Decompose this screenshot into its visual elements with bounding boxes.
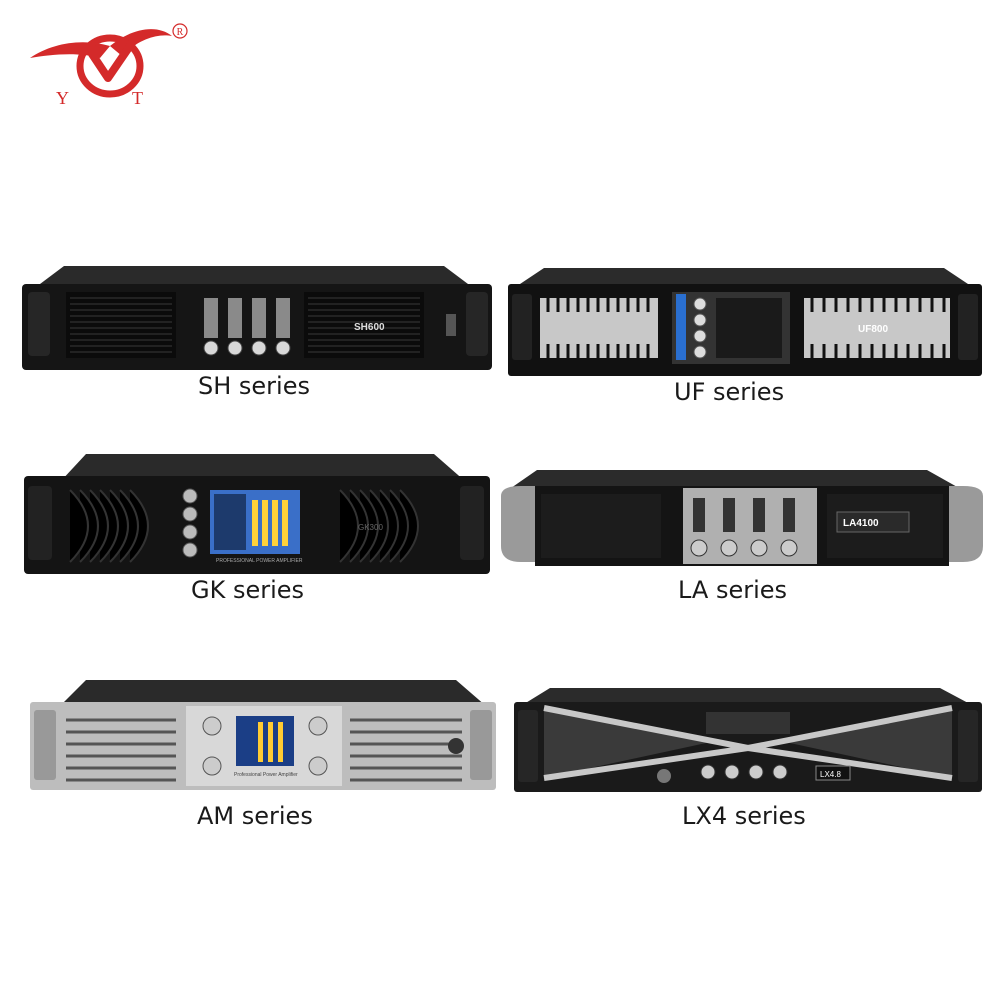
caption-uf: UF series [674, 378, 785, 406]
logo-letter-y: Y [56, 88, 69, 108]
uf-amplifier-image: UF800 [508, 268, 982, 376]
lx4-model-label: LX4.8 [820, 770, 841, 779]
yt-emblem-icon: R [30, 23, 188, 98]
gk-model-label: GK300 [358, 523, 383, 532]
caption-la: LA series [678, 576, 788, 604]
caption-lx4: LX4 series [682, 802, 806, 830]
caption-gk: GK series [191, 576, 305, 604]
product-la: LA4100 [497, 466, 987, 574]
la-amplifier-image: LA4100 [501, 470, 983, 566]
product-gk: PROFESSIONAL POWER AMPLIFIER GK300 [20, 450, 494, 580]
brand-logo: R Y T [22, 18, 192, 113]
product-uf: UF800 [504, 264, 986, 382]
registered-mark: R [177, 27, 184, 38]
caption-sh: SH series [198, 372, 310, 400]
uf-model-label: UF800 [858, 324, 888, 335]
am-amplifier-image: Professional Power Amplifier [30, 680, 496, 790]
product-am: Professional Power Amplifier [26, 676, 502, 796]
am-panel-text: Professional Power Amplifier [234, 772, 298, 778]
product-sh: SH600 [14, 262, 492, 374]
gk-panel-text: PROFESSIONAL POWER AMPLIFIER [216, 558, 303, 564]
gk-amplifier-image: PROFESSIONAL POWER AMPLIFIER GK300 [24, 454, 490, 574]
lx4-amplifier-image: LX4.8 [514, 688, 982, 792]
product-lx4: LX4.8 [510, 684, 986, 796]
sh-model-label: SH600 [354, 322, 385, 333]
logo-letter-t: T [132, 88, 143, 108]
la-model-label: LA4100 [843, 518, 879, 529]
sh-amplifier-image: SH600 [22, 266, 492, 370]
caption-am: AM series [197, 802, 313, 830]
